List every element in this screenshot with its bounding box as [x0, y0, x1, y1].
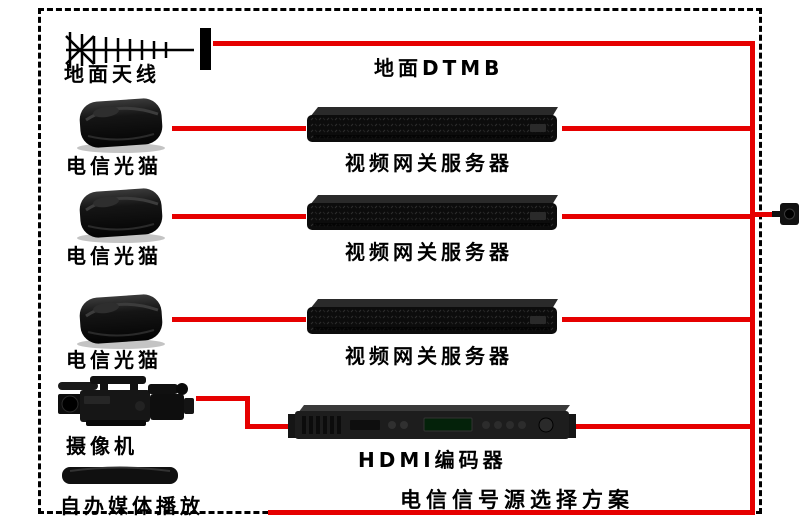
video-camera-icon [58, 376, 194, 426]
server-label: 视频网关服务器 [345, 151, 513, 175]
dtmb-label: 地面DTMB [374, 56, 504, 80]
camera-label: 摄像机 [66, 434, 138, 458]
connector-line-camera [196, 396, 250, 401]
connector-line-server2-bus [562, 214, 750, 219]
encoder-label: HDMI编码器 [358, 448, 507, 472]
rack-server-icon [307, 195, 558, 230]
connector-line-server3-bus [562, 317, 750, 322]
connector-line-modem3-server3 [172, 317, 306, 322]
connector-line-antenna-dtmb [213, 41, 755, 46]
connector-line-modem2-server2 [172, 214, 306, 219]
connector-line-modem1-server1 [172, 126, 306, 131]
server-label: 视频网关服务器 [345, 344, 513, 368]
rack-server-icon [307, 299, 558, 334]
hdmi-encoder-rack-icon [288, 405, 576, 439]
connector-line-right-bus [750, 41, 755, 515]
modem-label: 电信光猫 [66, 348, 162, 372]
connector-line-server1-bus [562, 126, 750, 131]
rf-plug-icon [772, 203, 799, 225]
media-player-box-icon [62, 466, 178, 484]
media-player-label: 自办媒体播放 [60, 494, 204, 518]
modem-label: 电信光猫 [66, 154, 162, 178]
optical-modem-icon [77, 188, 165, 243]
rack-server-icon [307, 107, 558, 142]
yagi-antenna-icon [65, 28, 211, 70]
modem-label: 电信光猫 [66, 244, 162, 268]
server-label: 视频网关服务器 [345, 240, 513, 264]
connector-line-bottom [268, 510, 755, 515]
connector-line-camera-drop [245, 396, 250, 429]
connector-line-encoder-bus [572, 424, 750, 429]
connector-line-into-encoder [245, 424, 293, 429]
optical-modem-icon [77, 98, 165, 153]
optical-modem-icon [77, 294, 165, 349]
antenna-label: 地面天线 [64, 62, 160, 86]
connector-line-plug-stub [755, 212, 775, 217]
diagram-title: 电信信号源选择方案 [400, 488, 634, 512]
